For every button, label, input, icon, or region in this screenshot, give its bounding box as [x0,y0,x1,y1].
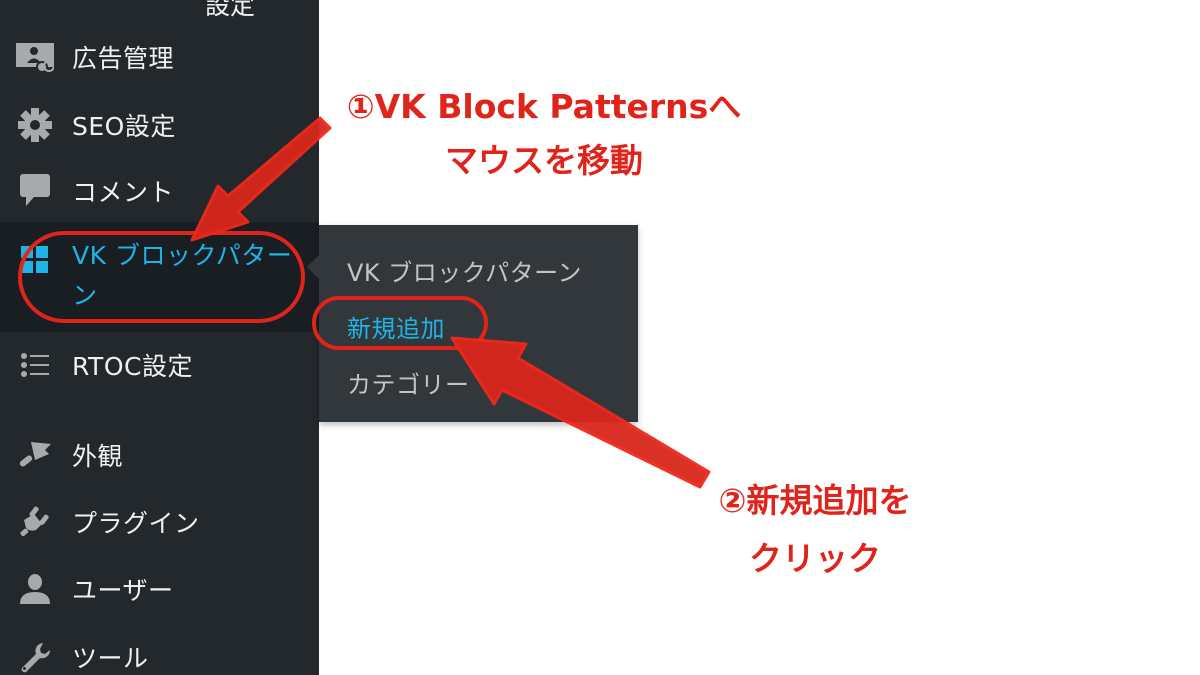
sidebar-item-tools[interactable]: ツール [0,624,319,675]
sidebar-item-rtoc[interactable]: RTOC設定 [0,332,319,398]
grid-blocks-icon [16,241,54,279]
sidebar-item-appearance[interactable]: 外観 [0,422,319,488]
sidebar-item-label: ツール [72,644,149,673]
sidebar-item-vk-block-patterns[interactable]: VK ブロックパターン [0,222,319,332]
admin-sidebar: 設定 広告管理 SEO設定 コメント VK ブロックパターン RTOC設定 [0,0,319,675]
vk-block-patterns-submenu: VK ブロックパターン 新規追加 カテゴリー [307,225,638,422]
step2-line2: クリック [749,539,881,578]
sidebar-item-comments[interactable]: コメント [0,158,319,224]
sidebar-item-label: コメント [72,178,175,207]
submenu-item-categories[interactable]: カテゴリー [347,371,470,399]
sidebar-item-ads[interactable]: 広告管理 [0,24,319,90]
step1-line1: ①VK Block Patternsへ [346,87,742,126]
list-icon [16,346,54,384]
wrench-icon [16,638,54,675]
step2-annotation: ②新規追加を クリック [700,474,930,580]
sidebar-item-label: 外観 [72,442,124,471]
step1-line2: マウスを移動 [445,141,643,180]
sidebar-item-label: 広告管理 [72,44,175,73]
submenu-item-all-patterns[interactable]: VK ブロックパターン [347,259,582,287]
sidebar-item-label: VK ブロックパターン [72,241,293,310]
submenu-item-add-new[interactable]: 新規追加 [347,315,445,343]
user-icon [16,570,54,608]
gear-icon [16,106,54,144]
sidebar-item-seo[interactable]: SEO設定 [0,92,319,158]
paintbrush-icon [16,436,54,474]
sidebar-item-plugins[interactable]: プラグイン [0,489,319,555]
plugin-plug-icon [16,503,54,541]
step2-line1: ②新規追加を [718,481,912,520]
ad-management-icon [16,38,54,76]
sidebar-item-label: ユーザー [72,576,174,605]
sidebar-item-label: 設定 [205,0,256,20]
step1-annotation: ①VK Block Patternsへ マウスを移動 [334,80,754,182]
sidebar-item-label: プラグイン [72,509,200,538]
comment-bubble-icon [16,172,54,210]
sidebar-item-label: SEO設定 [72,112,176,141]
sidebar-item-label: RTOC設定 [72,352,193,381]
sidebar-item-settings-partial[interactable]: 設定 [0,0,319,20]
sidebar-item-users[interactable]: ユーザー [0,556,319,622]
